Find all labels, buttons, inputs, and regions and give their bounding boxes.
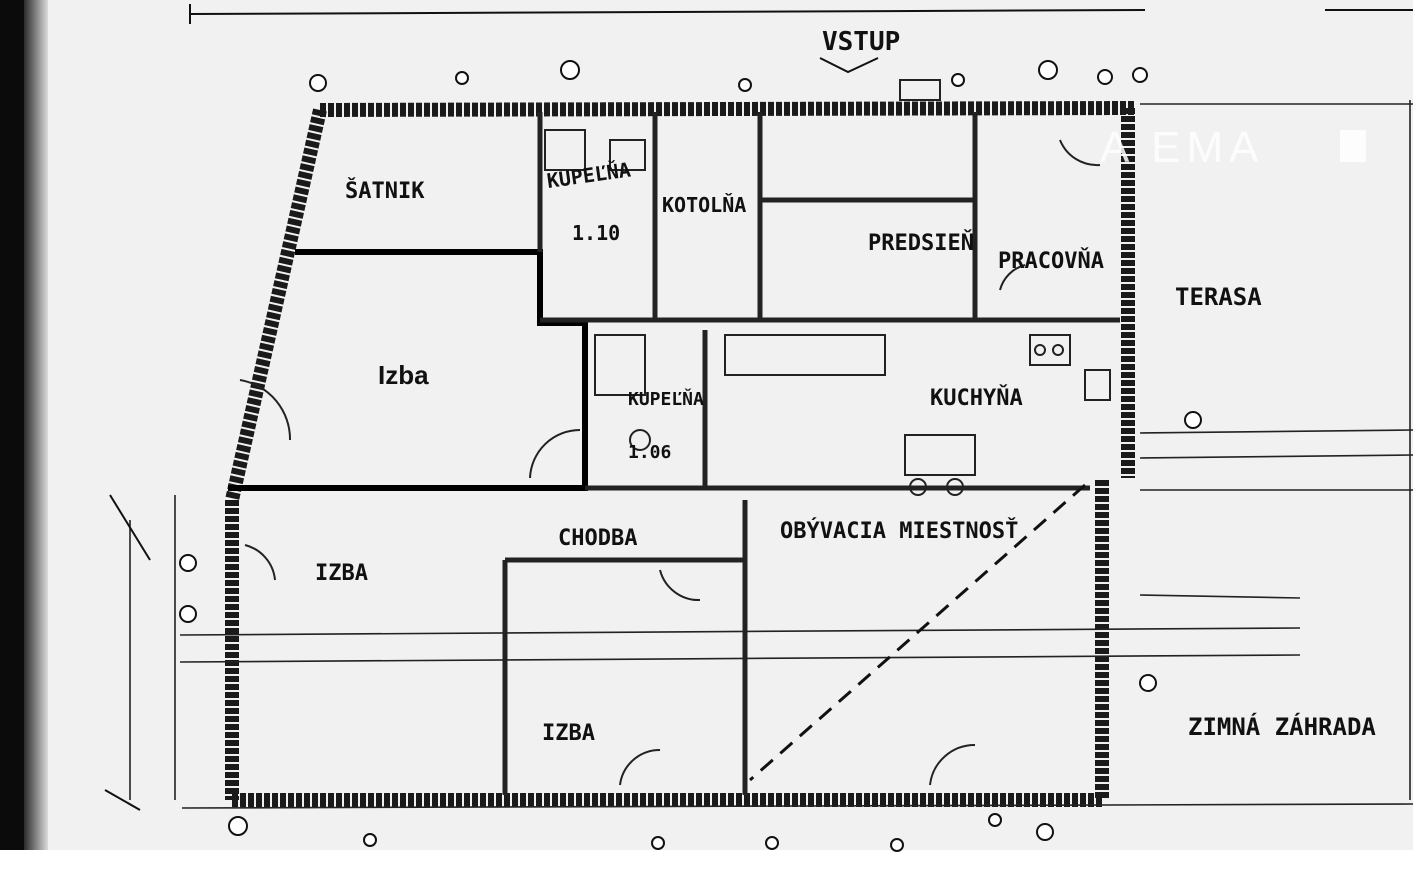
label-kupelna-2-area: 1.06 bbox=[628, 442, 671, 463]
left-dimension-ticks bbox=[104, 494, 151, 811]
label-izba-main: Izba bbox=[378, 360, 429, 390]
entrance-arrow bbox=[819, 57, 879, 74]
label-terasa: TERASA bbox=[1175, 283, 1262, 311]
label-kupelna: KUPEĽŇA bbox=[545, 157, 632, 192]
label-obyvacia: OBÝVACIA MIESTNOSŤ bbox=[780, 518, 1018, 544]
label-vstup: VSTUP bbox=[822, 27, 900, 57]
izba-highlight-outline bbox=[228, 249, 588, 491]
dashed-diagonal bbox=[749, 483, 1086, 782]
exterior-walls bbox=[225, 101, 1136, 807]
label-kupelna-area: 1.10 bbox=[572, 221, 620, 245]
label-satnik: ŠATNIK bbox=[345, 178, 425, 204]
label-zimna-zahrada: ZIMNÁ ZÁHRADA bbox=[1188, 712, 1376, 741]
label-kupelna-2: KUPEĽŇA bbox=[628, 388, 704, 410]
label-pracovna: PRACOVŇA bbox=[998, 248, 1104, 274]
watermark-square-icon bbox=[1340, 130, 1366, 162]
shadow-edge bbox=[24, 0, 48, 850]
bottom-margin bbox=[0, 850, 1413, 871]
axis-markers-right bbox=[1139, 411, 1202, 692]
label-predsien: PREDSIEŇ bbox=[868, 230, 974, 256]
interior-walls bbox=[502, 112, 1120, 795]
watermark-text: A EMA bbox=[1100, 123, 1265, 172]
label-izba-bottom: IZBA bbox=[542, 721, 595, 746]
axis-markers-left bbox=[179, 554, 197, 623]
kitchen-fixtures bbox=[724, 334, 1111, 496]
axis-markers-bottom bbox=[228, 813, 1054, 852]
label-kuchyna: KUCHYŇA bbox=[930, 385, 1023, 411]
label-izba-left: IZBA bbox=[315, 561, 368, 586]
blueprint-sheet bbox=[48, 0, 1413, 850]
bathroom-fixtures bbox=[544, 79, 941, 451]
inner-dimension-lines bbox=[129, 100, 1413, 809]
dark-left-edge bbox=[0, 0, 24, 850]
top-dimension-line bbox=[189, 4, 1413, 24]
axis-markers-top bbox=[309, 60, 1148, 92]
label-kotolna: KOTOLŇA bbox=[662, 193, 746, 217]
label-chodba: CHODBA bbox=[558, 526, 637, 551]
door-swings bbox=[239, 139, 1101, 786]
